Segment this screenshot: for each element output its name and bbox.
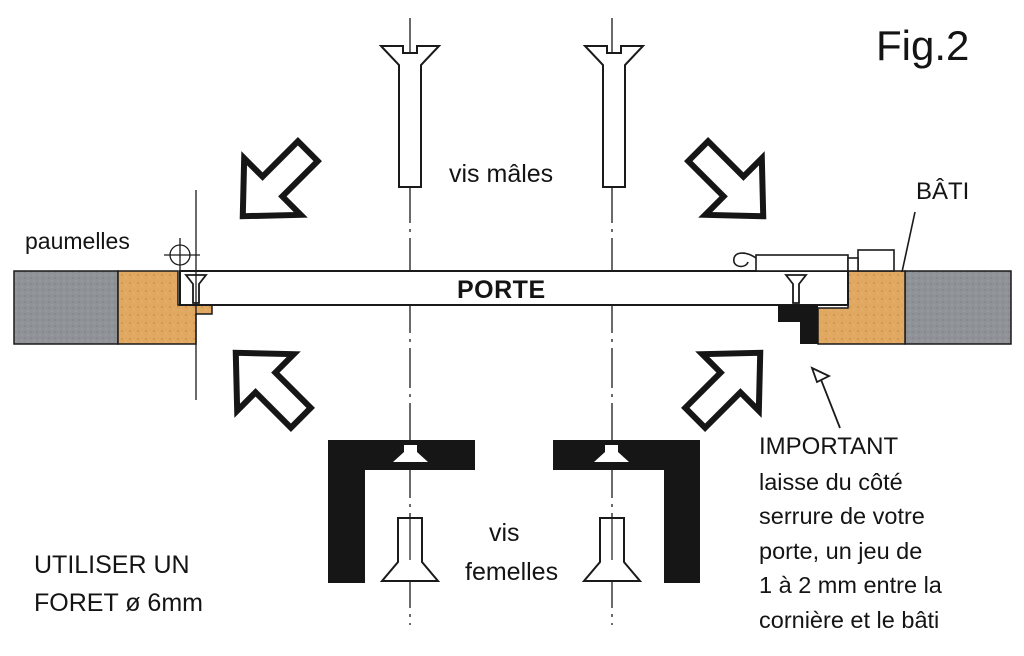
door bbox=[179, 270, 849, 306]
drill-instruction-line1: UTILISER UN bbox=[34, 551, 190, 579]
bracket-countersink-left bbox=[393, 445, 428, 462]
important-note-line: cornière et le bâti bbox=[759, 606, 940, 633]
important-note-line: serrure de votre bbox=[759, 503, 925, 529]
important-note-line: porte, un jeu de bbox=[759, 537, 923, 564]
hinges-label: paumelles bbox=[25, 228, 130, 254]
door-screw-hole-right bbox=[784, 274, 808, 304]
male-screw-right bbox=[582, 45, 646, 188]
male-screws-label: vis mâles bbox=[449, 160, 554, 188]
lock-corner-bracket bbox=[778, 305, 818, 344]
bati-leader-line bbox=[901, 211, 916, 273]
important-note-line: laisse du côté bbox=[759, 468, 903, 495]
female-screws-label-line2: femelles bbox=[465, 558, 559, 586]
figure-label: Fig.2 bbox=[876, 22, 970, 69]
drill-instruction-line2: FORET ø 6mm bbox=[34, 589, 203, 617]
arrow-bottom-left bbox=[232, 349, 315, 432]
female-screw-left bbox=[379, 517, 441, 582]
bracket-countersink-right bbox=[594, 445, 629, 462]
door-label: PORTE bbox=[457, 276, 546, 304]
arrow-bottom-right bbox=[681, 349, 764, 432]
hinge-crosshair bbox=[164, 190, 200, 400]
important-note-line: 1 à 2 mm entre la bbox=[759, 572, 942, 598]
female-bracket-left bbox=[328, 440, 475, 583]
arrows bbox=[232, 137, 767, 432]
wall-left bbox=[13, 270, 119, 345]
important-note-title: IMPORTANT bbox=[759, 433, 899, 460]
female-bracket-right bbox=[553, 440, 700, 583]
frame-left bbox=[117, 270, 213, 345]
male-screw-left bbox=[378, 45, 442, 188]
frame-label: BÂTI bbox=[916, 178, 970, 205]
female-screw-right bbox=[581, 517, 643, 582]
female-screws-label-line1: vis bbox=[489, 519, 520, 547]
important-pointer-arrow bbox=[810, 366, 841, 429]
wall-right bbox=[904, 270, 1012, 345]
lock-mechanism bbox=[733, 249, 895, 272]
arrow-top-right bbox=[684, 137, 767, 220]
arrow-top-left bbox=[239, 137, 322, 220]
important-note: IMPORTANT laisse du côté serrure de votr… bbox=[759, 430, 1021, 637]
